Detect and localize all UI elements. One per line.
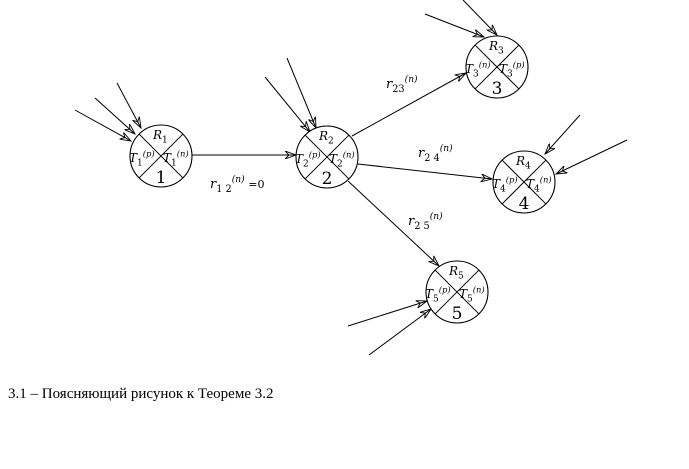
- incoming-arrow: [556, 139, 628, 174]
- node-2-index: 2: [322, 169, 333, 189]
- edge-label-2-3: r23(n): [386, 74, 418, 95]
- edge-arrow-2-4: [357, 163, 492, 179]
- edge-label-2-5: r2 5(n): [408, 211, 443, 232]
- node-5-right-label: T5(n): [459, 285, 485, 305]
- node-5-r-label: R5: [448, 264, 464, 282]
- incoming-arrow: [74, 109, 131, 141]
- edge-label-1-2: r1 2(n) =0: [210, 174, 264, 195]
- node-divider: [138, 133, 184, 179]
- edge-arrow-2-3: [351, 73, 466, 137]
- incoming-arrow: [462, 0, 497, 35]
- node-5-left-label: T5(p): [425, 285, 451, 305]
- node-1-index: 1: [156, 168, 167, 188]
- node-5-index: 5: [452, 304, 463, 324]
- node-divider: [501, 159, 547, 205]
- incoming-arrow: [424, 13, 484, 37]
- node-divider: [304, 134, 350, 180]
- edge-arrow-2-5: [347, 180, 439, 266]
- node-3-index: 3: [492, 79, 503, 99]
- node-2-right-label: T2(n): [329, 150, 355, 170]
- incoming-arrow: [545, 114, 581, 154]
- node-divider: [474, 44, 520, 90]
- incoming-arrow: [368, 309, 431, 356]
- node-3-r-label: R3: [488, 39, 504, 57]
- node-3-right-label: T3(p): [499, 60, 525, 80]
- incoming-arrow: [116, 82, 141, 128]
- node-3-left-label: T3(n): [465, 60, 491, 80]
- incoming-arrow: [94, 97, 135, 134]
- node-1-r-label: R1: [152, 128, 168, 146]
- node-1-left-label: T1(p): [129, 149, 155, 169]
- node-2-r-label: R2: [318, 129, 334, 147]
- edge-label-2-4: r2 4(n): [418, 143, 453, 164]
- node-4-left-label: T4(p): [492, 175, 518, 195]
- node-4-index: 4: [519, 194, 530, 214]
- node-4-r-label: R4: [515, 154, 531, 172]
- node-2-left-label: T2(p): [295, 150, 321, 170]
- node-1-right-label: T1(n): [163, 149, 189, 169]
- incoming-arrow: [347, 301, 427, 327]
- node-4-right-label: T4(n): [526, 175, 552, 195]
- incoming-arrow: [264, 76, 310, 132]
- node-divider: [434, 269, 480, 315]
- figure-caption: 3.1 – Поясняющий рисунок к Теореме 3.2: [8, 386, 274, 402]
- incoming-arrow: [286, 57, 316, 128]
